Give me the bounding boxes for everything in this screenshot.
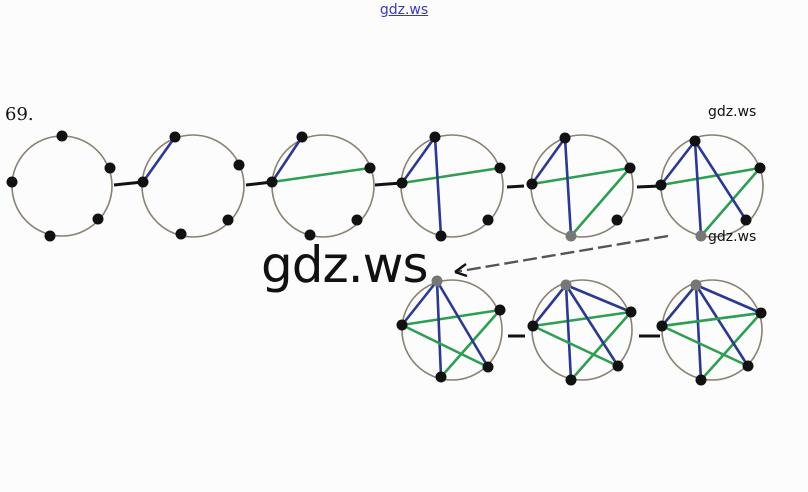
green-edge [659, 166, 762, 187]
graph-vertex [611, 214, 623, 226]
green-edge [699, 166, 762, 238]
blue-edge [435, 279, 490, 369]
graph-vertex [482, 361, 494, 373]
graph-vertex [695, 230, 707, 242]
green-edge [569, 310, 633, 382]
graph-vertex [740, 214, 752, 226]
graph-vertex [396, 319, 408, 331]
graph-vertex [44, 230, 56, 242]
blue-edge [564, 283, 620, 368]
problem-number: 69. [5, 104, 34, 125]
continuation-arrow [454, 234, 669, 274]
green-edge [400, 166, 502, 185]
graph-vertex [137, 176, 149, 188]
graph-vertex [396, 177, 408, 189]
graph-vertex [92, 213, 104, 225]
graph-vertex [560, 279, 572, 291]
blue-edge [694, 283, 750, 368]
green-edge [531, 310, 633, 328]
graph-vertex [742, 360, 754, 372]
graph-vertex [431, 275, 443, 287]
blue-edge [270, 135, 304, 184]
watermark-mid-right: gdz.ws [708, 229, 757, 245]
blue-edge [659, 139, 697, 187]
graph-vertex [690, 279, 702, 291]
blue-edge [693, 139, 748, 222]
green-edge [660, 311, 763, 328]
watermark-top-right: gdz.ws [708, 104, 757, 120]
graph-vertex [296, 131, 308, 143]
graph-vertex [624, 162, 636, 174]
blue-edge [694, 283, 763, 315]
blue-edge [563, 136, 573, 238]
blue-edge [564, 283, 573, 382]
green-edge [569, 166, 632, 238]
vertices-layer [6, 130, 767, 386]
graph-vertex [482, 214, 494, 226]
graph-vertex [6, 176, 18, 188]
graph-vertex [656, 320, 668, 332]
watermark-link[interactable]: gdz.ws [379, 2, 429, 18]
graph-vertex [169, 131, 181, 143]
sequence-connector [506, 184, 525, 189]
graph-vertex [612, 360, 624, 372]
green-edge [531, 324, 620, 368]
graph-vertex [56, 130, 68, 142]
graph-vertex [526, 178, 538, 190]
graph-vertex [754, 162, 766, 174]
green-edge [530, 166, 632, 186]
graph-vertex [695, 374, 707, 386]
graph-vertex [351, 214, 363, 226]
graph-vertex [494, 162, 506, 174]
graph-vertex [494, 304, 506, 316]
blue-edge [141, 135, 177, 184]
graph-vertex [304, 229, 316, 241]
graph-vertex [565, 374, 577, 386]
arrow-head [454, 263, 468, 278]
green-edge [270, 166, 372, 184]
blue-edge [694, 283, 703, 382]
green-edge [660, 324, 750, 368]
graph-vertex [655, 179, 667, 191]
graph-vertex [559, 132, 571, 144]
blue-edge [400, 279, 439, 327]
green-edge [400, 308, 502, 327]
graph-vertex [565, 230, 577, 242]
blue-edge [435, 279, 443, 379]
graph-vertex [175, 228, 187, 240]
graph-vertex [233, 159, 245, 171]
blue-edge [530, 136, 567, 186]
green-edge [439, 308, 502, 379]
graph-vertex [435, 371, 447, 383]
green-edge [400, 323, 490, 369]
graph-vertex [755, 307, 767, 319]
watermark-center: gdz.ws [261, 236, 429, 294]
blue-edge [564, 283, 633, 314]
blue-edge [693, 139, 703, 238]
graph-vertex [364, 162, 376, 174]
green-edge [699, 311, 763, 382]
graph-vertex [104, 162, 116, 174]
edges-layer [141, 135, 763, 382]
graph-vertex [625, 306, 637, 318]
blue-edge [660, 283, 698, 328]
graph-vertex [222, 214, 234, 226]
blue-edge [433, 135, 443, 238]
blue-edge [531, 283, 568, 328]
graph-vertex [266, 176, 278, 188]
graph-vertex [429, 131, 441, 143]
graph-vertex [527, 320, 539, 332]
graph-vertex [689, 135, 701, 147]
graph-vertex [435, 230, 447, 242]
blue-edge [400, 135, 437, 185]
